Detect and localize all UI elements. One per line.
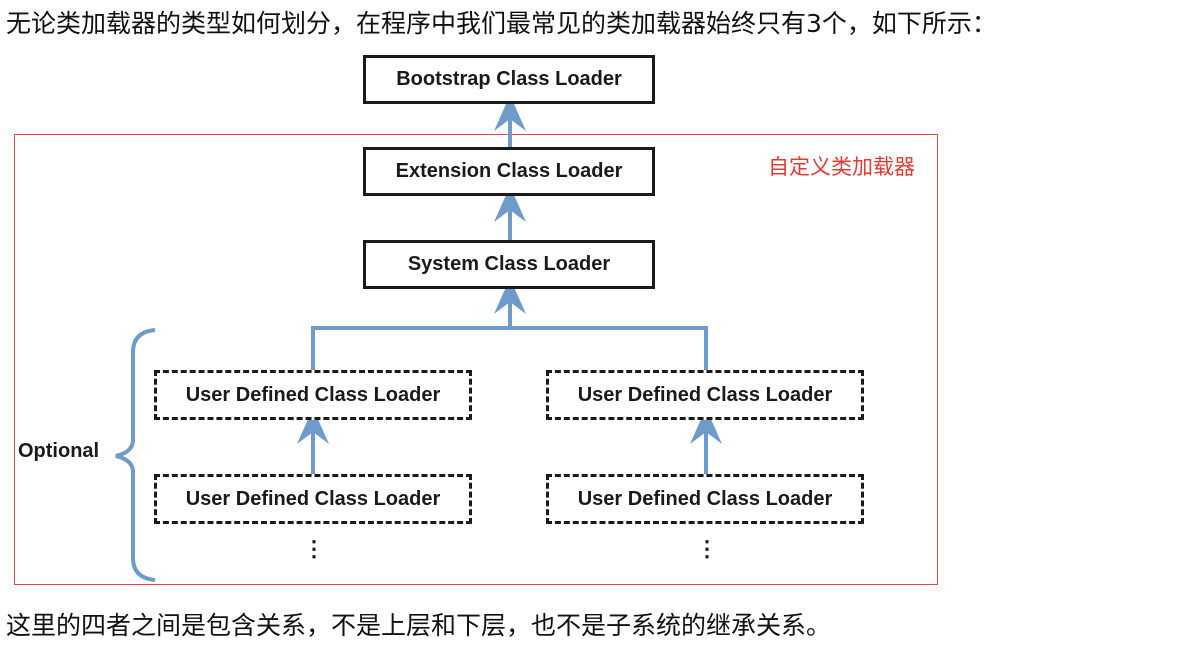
custom-loader-frame	[14, 134, 938, 585]
user-defined-loader-box: User Defined Class Loader	[546, 474, 864, 524]
user-defined-loader-box: User Defined Class Loader	[154, 370, 472, 420]
user-defined-loader-box: User Defined Class Loader	[546, 370, 864, 420]
continuation-ellipsis: ⋮	[303, 536, 325, 561]
intro-paragraph: 无论类加载器的类型如何划分，在程序中我们最常见的类加载器始终只有3个，如下所示：	[6, 9, 997, 38]
outro-paragraph: 这里的四者之间是包含关系，不是上层和下层，也不是子系统的继承关系。	[6, 611, 832, 640]
user-defined-loader-box: User Defined Class Loader	[154, 474, 472, 524]
continuation-ellipsis: ⋮	[696, 536, 718, 561]
extension-loader-box: Extension Class Loader	[363, 147, 655, 196]
optional-brace	[115, 328, 156, 582]
arrow-user-to-system	[311, 326, 708, 370]
optional-label: Optional	[18, 440, 100, 462]
custom-loader-annotation: 自定义类加载器	[768, 155, 915, 179]
bootstrap-loader-box: Bootstrap Class Loader	[363, 55, 655, 104]
system-loader-box: System Class Loader	[363, 240, 655, 289]
